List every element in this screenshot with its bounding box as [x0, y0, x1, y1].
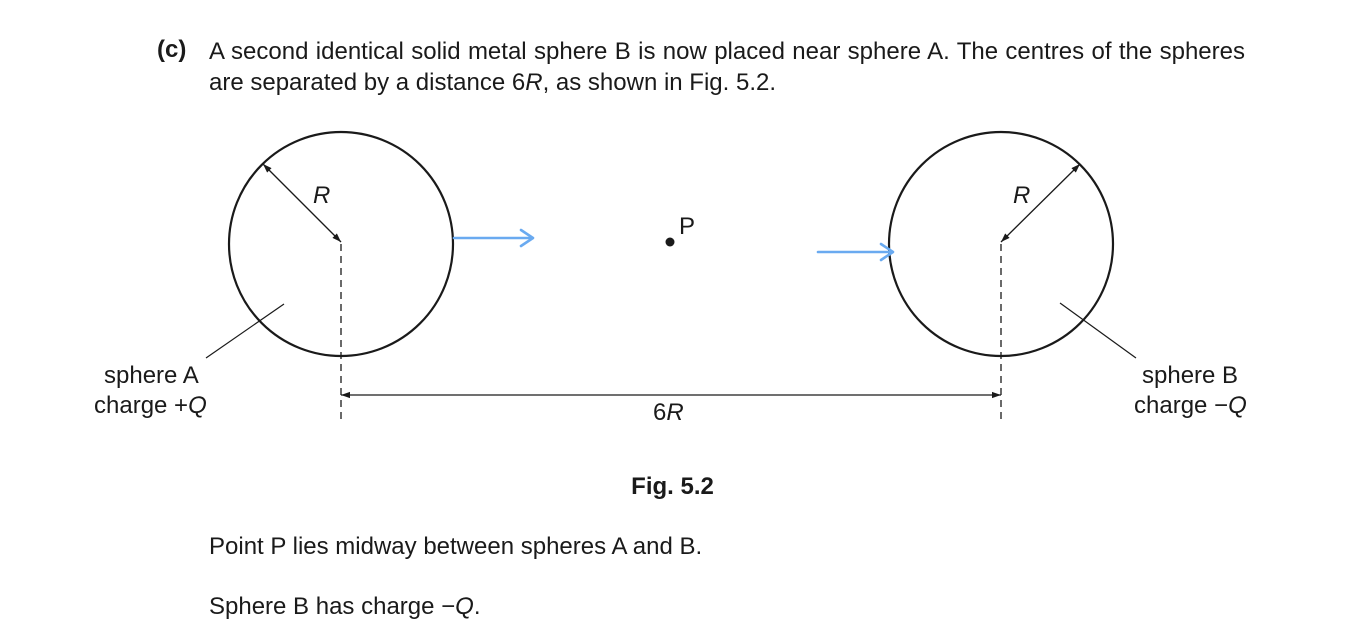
charge-statement-prefix: Sphere B has charge − — [209, 593, 456, 620]
sphere-a-leader-line — [205, 303, 285, 359]
point-p-dot — [665, 237, 675, 247]
distance-symbol: R — [666, 399, 683, 426]
intro-text-a: A second identical solid metal sphere B … — [209, 38, 1245, 96]
sphere-a-name-label: sphere A — [104, 362, 199, 389]
sphere-a-radius-label: R — [313, 182, 330, 209]
sphere-b-charge-symbol: Q — [1228, 392, 1247, 419]
intro-variable: R — [525, 69, 543, 96]
question-intro: A second identical solid metal sphere B … — [209, 36, 1245, 98]
blue-arrow-right-of-a — [452, 228, 535, 248]
sphere-b-radius-arrow — [1000, 163, 1081, 243]
intro-text-b: , as shown in Fig. 5.2. — [542, 69, 777, 96]
midpoint-statement: Point P lies midway between spheres A an… — [209, 533, 703, 560]
charge-statement-suffix: . — [473, 593, 481, 620]
sphere-b-charge-statement: Sphere B has charge −Q. — [209, 593, 481, 621]
sphere-b-charge-prefix: charge − — [1134, 392, 1228, 419]
sphere-a-charge-symbol: Q — [188, 392, 207, 419]
sphere-b-leader-line — [1059, 302, 1137, 359]
distance-number: 6 — [653, 399, 666, 426]
sphere-a-radius-arrow — [262, 163, 342, 243]
sphere-b-name-label: sphere B — [1142, 362, 1238, 389]
part-label: (c) — [157, 36, 187, 63]
sphere-a-charge-label: charge +Q — [94, 392, 207, 419]
figure-caption: Fig. 5.2 — [631, 473, 714, 500]
charge-statement-symbol: Q — [455, 593, 474, 620]
blue-arrow-left-of-b — [816, 242, 895, 262]
sphere-a-charge-prefix: charge + — [94, 392, 188, 419]
sphere-b-radius-label: R — [1013, 182, 1030, 209]
sphere-b-charge-label: charge −Q — [1134, 392, 1247, 419]
distance-label: 6R — [653, 399, 684, 426]
point-p-label: P — [679, 213, 695, 240]
